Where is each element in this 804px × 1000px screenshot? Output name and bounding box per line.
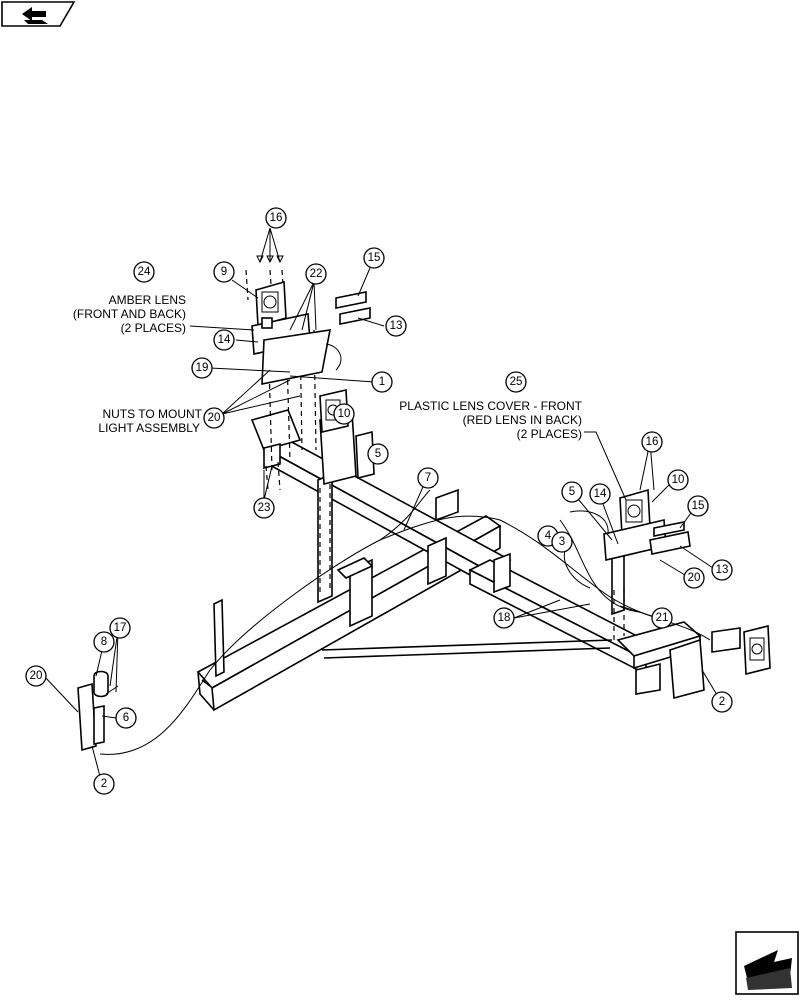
svg-text:15: 15 (368, 252, 381, 264)
svg-text:9: 9 (221, 266, 227, 278)
callout-2a: 2 (711, 691, 733, 713)
next-page-arrow-icon[interactable] (735, 931, 799, 995)
nuts-line1: NUTS TO MOUNT (102, 407, 202, 421)
svg-text:24: 24 (138, 266, 151, 278)
callout-10b: 10 (667, 469, 689, 491)
svg-text:1: 1 (379, 376, 385, 388)
svg-text:4: 4 (545, 530, 552, 542)
svg-text:3: 3 (559, 536, 565, 548)
svg-text:20: 20 (208, 412, 221, 424)
callout-25: 25 (505, 371, 527, 393)
svg-text:16: 16 (646, 436, 659, 448)
svg-text:14: 14 (594, 488, 607, 500)
callout-24: 24 (133, 261, 155, 283)
callout-23: 23 (253, 497, 275, 519)
svg-text:22: 22 (310, 268, 323, 280)
callout-16b: 16 (641, 431, 663, 453)
right-light-assembly (563, 488, 691, 589)
svg-text:14: 14 (218, 334, 231, 346)
callout-7: 7 (417, 467, 439, 489)
toolbar-frame (99, 409, 771, 755)
decal-top (335, 291, 371, 325)
svg-text:21: 21 (656, 612, 669, 624)
callout-21: 21 (651, 607, 673, 629)
callout-3: 3 (551, 531, 573, 553)
plastic-lens-note: PLASTIC LENS COVER - FRONT (RED LENS IN … (399, 399, 582, 441)
amber-lens-line3: (2 PLACES) (121, 321, 186, 335)
left-light-assembly (251, 280, 349, 433)
svg-text:7: 7 (425, 472, 431, 484)
callout-18: 18 (493, 607, 515, 629)
callout-1: 1 (371, 371, 393, 393)
callout-13a: 13 (385, 315, 407, 337)
callout-20c: 20 (25, 665, 47, 687)
svg-text:25: 25 (510, 376, 523, 388)
svg-text:2: 2 (719, 696, 725, 708)
amber-lens-line2: (FRONT AND BACK) (73, 307, 186, 321)
svg-text:23: 23 (258, 502, 271, 514)
callout-22: 22 (305, 263, 327, 285)
svg-text:10: 10 (672, 474, 685, 486)
callout-16a: 16 (265, 207, 287, 229)
nuts-line2: LIGHT ASSEMBLY (98, 421, 200, 435)
svg-text:17: 17 (114, 622, 127, 634)
svg-text:18: 18 (498, 612, 511, 624)
callout-5a: 5 (367, 443, 389, 465)
callout-14b: 14 (589, 483, 611, 505)
callout-6: 6 (115, 707, 137, 729)
amber-lens-line1: AMBER LENS (109, 293, 186, 307)
leader-lines (43, 227, 721, 785)
plastic-lens-line1: PLASTIC LENS COVER - FRONT (399, 399, 582, 413)
callout-10a: 10 (333, 403, 355, 425)
front-light-assembly (77, 670, 119, 752)
callout-17: 17 (109, 617, 131, 639)
svg-text:10: 10 (338, 408, 351, 420)
svg-text:13: 13 (716, 564, 729, 576)
callout-20b: 20 (683, 567, 705, 589)
svg-text:6: 6 (123, 712, 129, 724)
previous-page-arrow-icon[interactable] (1, 1, 76, 27)
svg-text:20: 20 (688, 572, 701, 584)
plastic-lens-line2: (RED LENS IN BACK) (463, 413, 582, 427)
svg-text:8: 8 (101, 636, 107, 648)
callout-20a: 20 (203, 407, 225, 429)
svg-text:5: 5 (569, 486, 575, 498)
svg-text:16: 16 (270, 212, 283, 224)
callout-15b: 15 (687, 495, 709, 517)
callout-15a: 15 (363, 247, 385, 269)
amber-lens-note: AMBER LENS (FRONT AND BACK) (2 PLACES) (73, 293, 186, 335)
callout-19: 19 (191, 357, 213, 379)
callout-2b: 2 (93, 773, 115, 795)
plastic-lens-line3: (2 PLACES) (517, 427, 582, 441)
svg-text:13: 13 (390, 320, 403, 332)
callout-13b: 13 (711, 559, 733, 581)
callout-14a: 14 (213, 329, 235, 351)
svg-text:15: 15 (692, 500, 705, 512)
svg-text:19: 19 (196, 362, 209, 374)
callout-9: 9 (213, 261, 235, 283)
callout-8: 8 (93, 631, 115, 653)
callout-5b: 5 (561, 481, 583, 503)
svg-text:5: 5 (375, 448, 381, 460)
svg-text:20: 20 (30, 670, 43, 682)
nuts-note: NUTS TO MOUNT LIGHT ASSEMBLY (98, 407, 202, 435)
svg-text:2: 2 (101, 778, 107, 790)
